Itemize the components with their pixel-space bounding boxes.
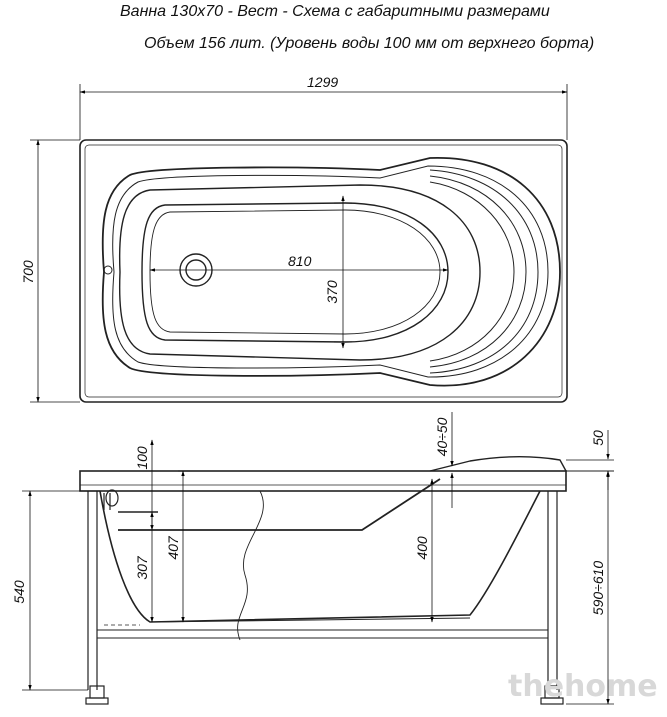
break-line: [237, 490, 264, 641]
leg-range-label: 590÷610: [590, 561, 606, 616]
side-rim: [79, 470, 567, 492]
rim-top-label: 50: [590, 430, 606, 446]
top-view: [79, 139, 568, 403]
length-label: 1299: [307, 74, 338, 90]
diagram-title: Ванна 130х70 - Вест - Схема с габаритным…: [120, 3, 550, 20]
outer-bowl: [101, 157, 561, 387]
watermark-logo: thehome: [508, 669, 658, 704]
seat-slope: [118, 478, 441, 531]
side-overflow: [105, 489, 119, 507]
side-view: [79, 456, 567, 705]
headrest: [429, 456, 567, 472]
overflow-hole: [103, 265, 113, 275]
drain-height-label: 307: [134, 555, 150, 580]
outer-rim: [79, 139, 568, 403]
inner-width-label: 370: [324, 280, 340, 304]
depth-label: 407: [165, 535, 181, 560]
seat-depth-label: 400: [414, 536, 430, 560]
inner-floor: [141, 202, 449, 343]
width-label: 700: [20, 260, 36, 284]
total-height-label: 540: [11, 580, 27, 604]
top-view-dimensions: [30, 84, 568, 403]
diagram-subtitle: Объем 156 лит. (Уровень воды 100 мм от в…: [144, 35, 595, 52]
inner-length-label: 810: [288, 253, 312, 269]
rim-height-label: 100: [134, 446, 150, 470]
side-view-dimensions: [22, 412, 614, 705]
headrest-range-label: 40÷50: [434, 417, 450, 456]
